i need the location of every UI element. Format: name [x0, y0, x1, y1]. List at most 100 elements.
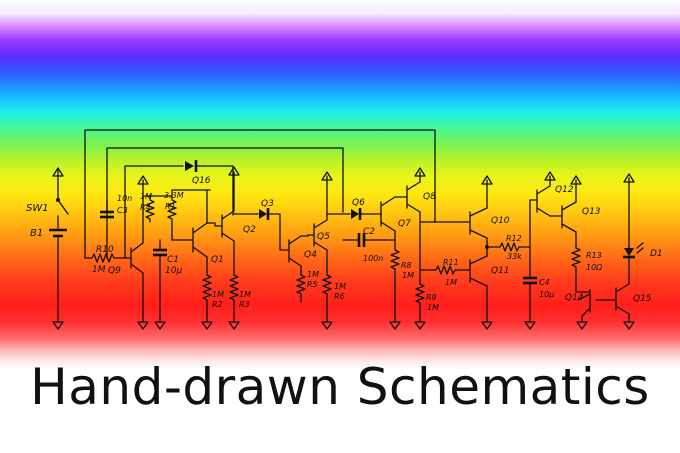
- component-labels: SW1 B1 R10 1M Q9 10n C3 1M R4 3.3M R1 Q1…: [26, 176, 663, 312]
- q3-diode-symbol: [259, 209, 267, 219]
- q14-wire: [575, 284, 591, 293]
- r9-resistor: [415, 259, 425, 323]
- label-c1-value: 10µ: [165, 266, 182, 276]
- sw1-blade: [57, 199, 69, 215]
- label-q1: Q1: [211, 255, 224, 265]
- r1-resistor: [167, 195, 177, 225]
- q5-transistor: [300, 219, 328, 251]
- q12-vcc: [544, 171, 556, 181]
- q9-transistor: [123, 242, 144, 274]
- label-c4-value: 10µ: [539, 290, 554, 299]
- label-q6: Q6: [352, 198, 365, 208]
- q10-transistor: [459, 207, 488, 239]
- sw1-contact: [56, 198, 60, 202]
- label-r6-value: 1M: [334, 282, 346, 291]
- r3-ground: [228, 321, 240, 330]
- r13-resistor: [571, 231, 581, 286]
- q16-diode-wire: [124, 165, 184, 259]
- label-r10-value: 1M: [92, 265, 106, 275]
- label-q15: Q15: [633, 294, 652, 304]
- label-r9-value: 1M: [427, 303, 439, 312]
- label-c2: C2: [363, 227, 375, 237]
- r2-ground: [201, 321, 213, 330]
- label-q9: Q9: [108, 266, 121, 276]
- q13-transistor: [549, 201, 577, 233]
- q9-vcc: [137, 175, 149, 185]
- r10-resistor: [84, 253, 125, 263]
- label-q7: Q7: [398, 219, 411, 229]
- r2-resistor: [202, 274, 212, 323]
- q13-vcc: [570, 175, 582, 185]
- label-r6: R6: [334, 292, 345, 301]
- label-r4: R4: [140, 203, 151, 212]
- label-sw1: SW1: [26, 203, 49, 214]
- bias-rail: [142, 189, 211, 197]
- label-r13-value: 10Ω: [586, 263, 603, 272]
- d1-led-symbol: [624, 248, 634, 256]
- feedback-wire-outer: [84, 129, 436, 259]
- q16-diode-symbol: [185, 161, 194, 171]
- r6-resistor: [322, 274, 332, 323]
- label-b1: B1: [30, 228, 43, 239]
- label-r2: R2: [212, 300, 223, 309]
- label-q8: Q8: [423, 192, 436, 202]
- r5-resistor: [296, 274, 306, 303]
- q12-base-wire: [529, 199, 538, 248]
- q14-transistor: [577, 289, 591, 317]
- q1-transistor: [185, 222, 208, 258]
- q8-vcc: [414, 167, 426, 177]
- label-c4: C4: [539, 278, 550, 287]
- r8-ground: [389, 321, 401, 330]
- q9-ground: [137, 321, 149, 330]
- q7-transistor: [380, 196, 396, 232]
- label-d1: D1: [650, 249, 663, 259]
- d1-vcc: [623, 173, 635, 183]
- q1-base-wire: [171, 223, 187, 241]
- label-q14: Q14: [565, 293, 584, 303]
- label-q3: Q3: [261, 199, 274, 209]
- c4-ground: [524, 321, 536, 330]
- label-r11-value: 1M: [445, 278, 457, 287]
- label-r12-value: 33k: [507, 252, 522, 261]
- label-q5: Q5: [317, 232, 330, 242]
- r8-resistor: [390, 249, 400, 323]
- q12-transistor: [536, 185, 551, 217]
- label-r12: R12: [506, 234, 522, 243]
- label-r1: R1: [165, 202, 176, 211]
- label-r10: R10: [96, 245, 114, 255]
- q10-vcc: [481, 175, 493, 185]
- label-c3-value: 10n: [117, 194, 132, 203]
- label-q11: Q11: [491, 266, 510, 276]
- label-r4-value: 1M: [140, 192, 152, 201]
- label-q2: Q2: [243, 225, 256, 235]
- label-r8: R8: [401, 261, 412, 270]
- q5-vcc: [321, 171, 333, 181]
- r4-resistor: [145, 195, 155, 223]
- q14-ground: [576, 321, 588, 330]
- q8-transistor: [394, 181, 421, 213]
- q4-transistor: [288, 235, 302, 267]
- label-q13: Q13: [582, 207, 601, 217]
- label-r13: R13: [586, 251, 602, 260]
- r6-ground: [321, 321, 333, 330]
- label-q12: Q12: [555, 185, 574, 195]
- ground-symbol: [52, 321, 64, 330]
- d1-rays: [636, 242, 644, 254]
- r3-resistor: [229, 274, 239, 323]
- q6-diode-symbol: [351, 209, 359, 219]
- r12-resistor: [486, 242, 531, 252]
- label-q16: Q16: [192, 176, 211, 186]
- q2-transistor: [206, 210, 235, 242]
- label-r5: R5: [307, 280, 318, 289]
- q3-out-wire: [267, 213, 290, 251]
- q11-ground: [481, 321, 493, 330]
- r9-ground: [414, 321, 426, 330]
- label-c2-value: 100n: [363, 254, 383, 263]
- label-r8-value: 1M: [402, 271, 414, 280]
- label-c3: C3: [117, 206, 128, 215]
- label-r11: R11: [443, 258, 459, 267]
- label-q4: Q4: [304, 250, 317, 260]
- label-r1-value: 3.3M: [164, 191, 184, 200]
